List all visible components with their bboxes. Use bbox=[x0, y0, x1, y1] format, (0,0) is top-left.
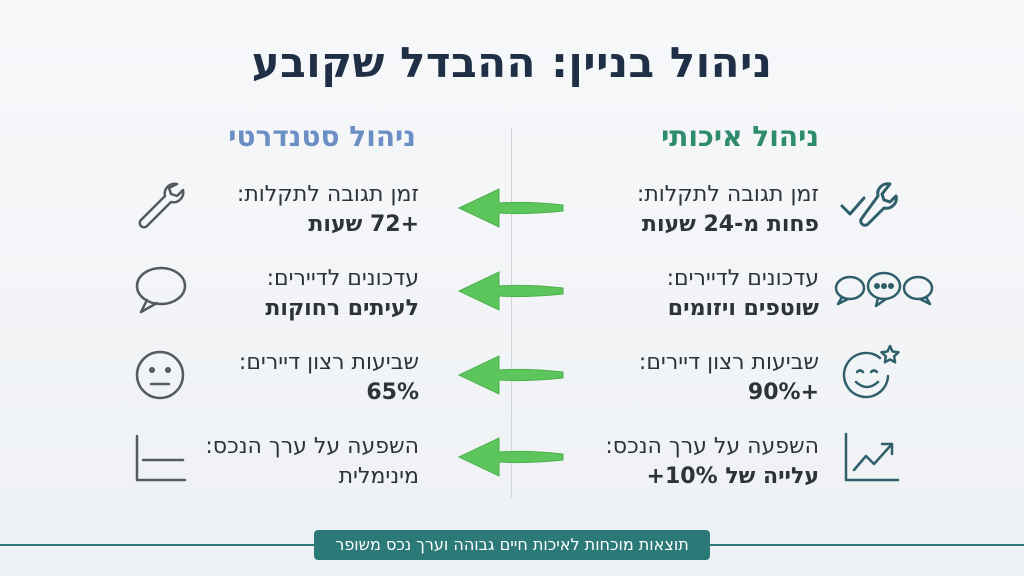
footer-badge: תוצאות מוכחות לאיכות חיים גבוהה וערך נכס… bbox=[314, 530, 710, 560]
standard-row-satisfaction: שביעות רצון דיירים: 65% bbox=[239, 348, 419, 408]
column-divider bbox=[511, 128, 512, 498]
row-label: עדכונים לדיירים: bbox=[266, 266, 419, 291]
row-value: פחות מ-24 שעות bbox=[641, 212, 819, 237]
arrow-left-icon bbox=[457, 188, 564, 228]
neutral-face-icon bbox=[133, 348, 187, 402]
flat-chart-icon bbox=[133, 432, 189, 484]
row-label: עדכונים לדיירים: bbox=[666, 266, 819, 291]
trend-up-chart-icon bbox=[842, 430, 902, 484]
wrench-icon bbox=[133, 180, 189, 236]
chat-bubbles-icon bbox=[834, 266, 934, 314]
happy-face-star-icon bbox=[840, 344, 902, 406]
quality-column-heading: ניהול איכותי bbox=[661, 120, 819, 153]
chat-bubble-icon bbox=[133, 264, 189, 318]
standard-row-updates: עדכונים לדיירים: לעיתים רחוקות bbox=[265, 264, 419, 324]
standard-row-response: זמן תגובה לתקלות: +72 שעות bbox=[237, 180, 419, 240]
row-label: השפעה על ערך הנכס: bbox=[205, 434, 419, 459]
row-label: השפעה על ערך הנכס: bbox=[605, 434, 819, 459]
row-label: שביעות רצון דיירים: bbox=[238, 350, 419, 375]
row-value: 65% bbox=[366, 380, 419, 405]
row-value: לעיתים רחוקות bbox=[265, 296, 419, 321]
quality-row-satisfaction: שביעות רצון דיירים: +90% bbox=[639, 348, 819, 408]
row-label: שביעות רצון דיירים: bbox=[638, 350, 819, 375]
row-value: מינימלית bbox=[338, 464, 419, 489]
quality-row-value: השפעה על ערך הנכס: עלייה של 10%+ bbox=[605, 432, 819, 492]
quality-row-response: זמן תגובה לתקלות: פחות מ-24 שעות bbox=[637, 180, 819, 240]
page-title: ניהול בניין: ההבדל שקובע bbox=[251, 38, 773, 87]
row-value: +90% bbox=[747, 380, 819, 405]
standard-column-heading: ניהול סטנדרטי bbox=[228, 120, 416, 153]
arrow-left-icon bbox=[457, 437, 564, 477]
row-value: עלייה של 10%+ bbox=[646, 464, 819, 489]
wrench-check-icon bbox=[838, 178, 902, 234]
arrow-left-icon bbox=[457, 355, 564, 395]
standard-row-value: השפעה על ערך הנכס: מינימלית bbox=[205, 432, 419, 492]
row-value: +72 שעות bbox=[308, 212, 419, 237]
arrow-left-icon bbox=[457, 271, 564, 311]
row-label: זמן תגובה לתקלות: bbox=[236, 182, 419, 207]
row-label: זמן תגובה לתקלות: bbox=[636, 182, 819, 207]
row-value: שוטפים ויזומים bbox=[667, 296, 819, 321]
quality-row-updates: עדכונים לדיירים: שוטפים ויזומים bbox=[667, 264, 819, 324]
